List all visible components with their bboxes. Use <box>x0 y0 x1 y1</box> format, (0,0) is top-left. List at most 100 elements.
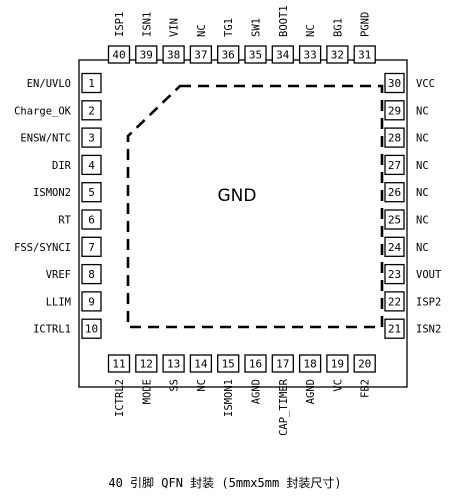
pin-number: 6 <box>88 214 95 227</box>
pin-number: 31 <box>358 49 371 62</box>
pin-box <box>81 236 102 257</box>
pin-22: 22 ISP2 <box>384 291 441 312</box>
pin-number: 14 <box>194 358 208 371</box>
pin-23: 23 VOUT <box>384 263 442 285</box>
pin-box <box>271 45 294 64</box>
pin-label: NC <box>416 160 429 172</box>
pin-number: 5 <box>88 186 95 199</box>
pin-number: 3 <box>88 132 95 145</box>
pin-label: VOUT <box>416 269 442 281</box>
pin-box <box>384 236 405 257</box>
pin-box <box>81 127 102 148</box>
pin-box <box>81 318 102 339</box>
pin-label: ISMON1 <box>223 379 235 417</box>
pin-box <box>384 127 405 148</box>
pin-number: 18 <box>303 358 316 371</box>
pin-box <box>81 263 102 285</box>
pin-number: 34 <box>276 49 290 62</box>
pin-number: 22 <box>388 295 401 308</box>
pin-label: RT <box>58 215 71 227</box>
pin-box <box>384 209 405 230</box>
pin-box <box>244 45 267 64</box>
pin-box <box>298 354 322 373</box>
pin-box <box>81 209 102 230</box>
pin-10: 10 ICTRL1 <box>33 318 102 339</box>
pin-box <box>384 182 405 203</box>
pin-box <box>81 154 102 176</box>
pin-label: SW1 <box>251 18 263 37</box>
pin-number: 32 <box>331 49 344 62</box>
pin-number: 26 <box>388 186 401 199</box>
pin-number: 10 <box>85 323 98 336</box>
package-caption: 40 引脚 QFN 封装 (5mmx5mm 封装尺寸) <box>108 476 342 490</box>
pin-number: 11 <box>112 358 125 371</box>
pin-box <box>135 354 158 373</box>
pin-label: CAP_TIMER <box>278 378 290 436</box>
pin-label: AGND <box>251 379 263 404</box>
pin-box <box>353 45 376 64</box>
pin-label: FSS/SYNCI <box>14 242 71 254</box>
pin-label: ICTRL2 <box>114 379 126 417</box>
pin-2: 2 Charge_OK <box>14 100 102 121</box>
pin-box <box>384 318 405 339</box>
pin-box <box>326 354 349 373</box>
pin-number: 36 <box>222 49 235 62</box>
package-outline <box>78 59 408 388</box>
pin-label: ISP2 <box>416 296 441 308</box>
pin-label: NC <box>416 187 429 199</box>
pin-box <box>384 291 405 312</box>
pin-box <box>384 263 405 285</box>
pin-label: AGND <box>305 379 317 404</box>
pin-label: NC <box>416 133 429 145</box>
pin-number: 23 <box>388 268 401 281</box>
pin-number: 15 <box>222 358 235 371</box>
pin-box <box>162 354 185 373</box>
pin-label: NC <box>416 215 429 227</box>
pin-number: 19 <box>331 358 344 371</box>
pin-label: NC <box>416 105 429 117</box>
pin-box <box>271 354 294 373</box>
pin-box <box>81 182 102 203</box>
pin-box <box>384 154 405 176</box>
pin-number: 16 <box>249 358 262 371</box>
pin-number: 37 <box>194 49 207 62</box>
pin-label: VCC <box>416 78 435 90</box>
pin-label: ISN1 <box>141 12 153 37</box>
pin-label: Charge_OK <box>14 105 72 117</box>
pin-box <box>384 72 405 94</box>
pin-label: EN/UVLO <box>27 78 71 90</box>
pin-label: BG1 <box>332 18 344 37</box>
pin-label: VIN <box>169 18 181 37</box>
pin-box <box>217 354 240 373</box>
pin-number: 25 <box>388 214 401 227</box>
pin-number: 24 <box>388 241 402 254</box>
pin-box <box>81 291 102 312</box>
pin-1: 1EN/UVLO <box>27 72 102 94</box>
pin-label: LLIM <box>46 296 71 308</box>
pin-box <box>384 100 405 121</box>
pin-box <box>162 45 185 64</box>
pin-label: ICTRL1 <box>33 324 71 336</box>
pin-number: 21 <box>388 323 401 336</box>
pin-number: 2 <box>88 104 95 117</box>
